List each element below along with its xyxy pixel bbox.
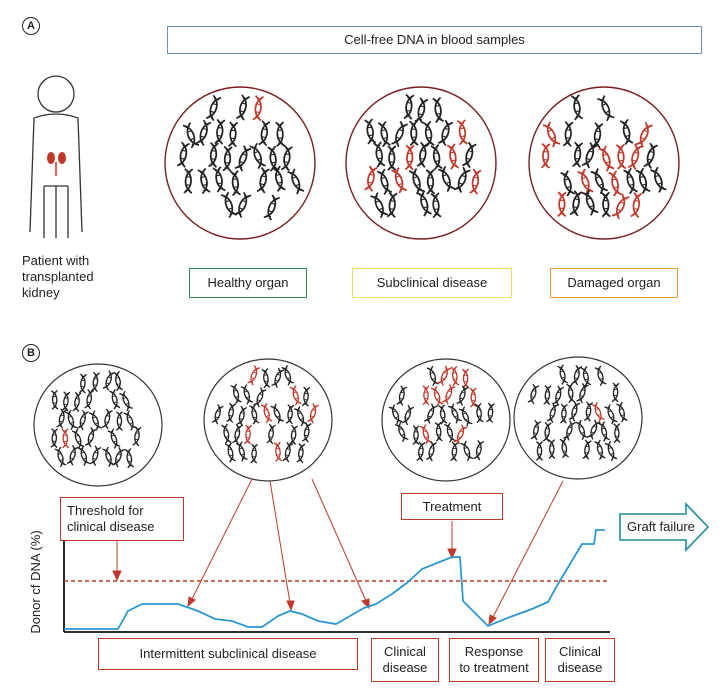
phase-clinical-disease-2: Clinical disease bbox=[545, 638, 615, 682]
chart-axes bbox=[63, 532, 610, 633]
donor-cfdna-curve bbox=[64, 529, 605, 630]
subclinical-disease-label: Subclinical disease bbox=[352, 268, 512, 298]
sample-arrows bbox=[112, 478, 564, 626]
graft-failure-label: Graft failure bbox=[627, 519, 695, 534]
threshold-label: Threshold for clinical disease bbox=[60, 497, 184, 541]
patient-label: Patient with transplanted kidney bbox=[22, 253, 94, 300]
phase-intermittent-subclinical: Intermittent subclinical disease bbox=[98, 638, 358, 670]
phase-response-to-treatment: Response to treatment bbox=[449, 638, 539, 682]
phase-clinical-disease-1: Clinical disease bbox=[371, 638, 439, 682]
patient-figure bbox=[29, 75, 83, 238]
graft-failure-arrow bbox=[619, 502, 710, 552]
kidney-icon bbox=[47, 152, 66, 176]
y-axis-label: Donor cf DNA (%) bbox=[28, 530, 43, 634]
panel-a-label: A bbox=[22, 17, 40, 35]
sample-circle-3 bbox=[381, 358, 511, 482]
cfdna-header: Cell-free DNA in blood samples bbox=[167, 26, 702, 54]
treatment-label: Treatment bbox=[401, 493, 503, 520]
panel-b-label: B bbox=[22, 344, 40, 362]
damaged-organ-label: Damaged organ bbox=[550, 268, 678, 298]
healthy-organ-label: Healthy organ bbox=[189, 268, 307, 298]
